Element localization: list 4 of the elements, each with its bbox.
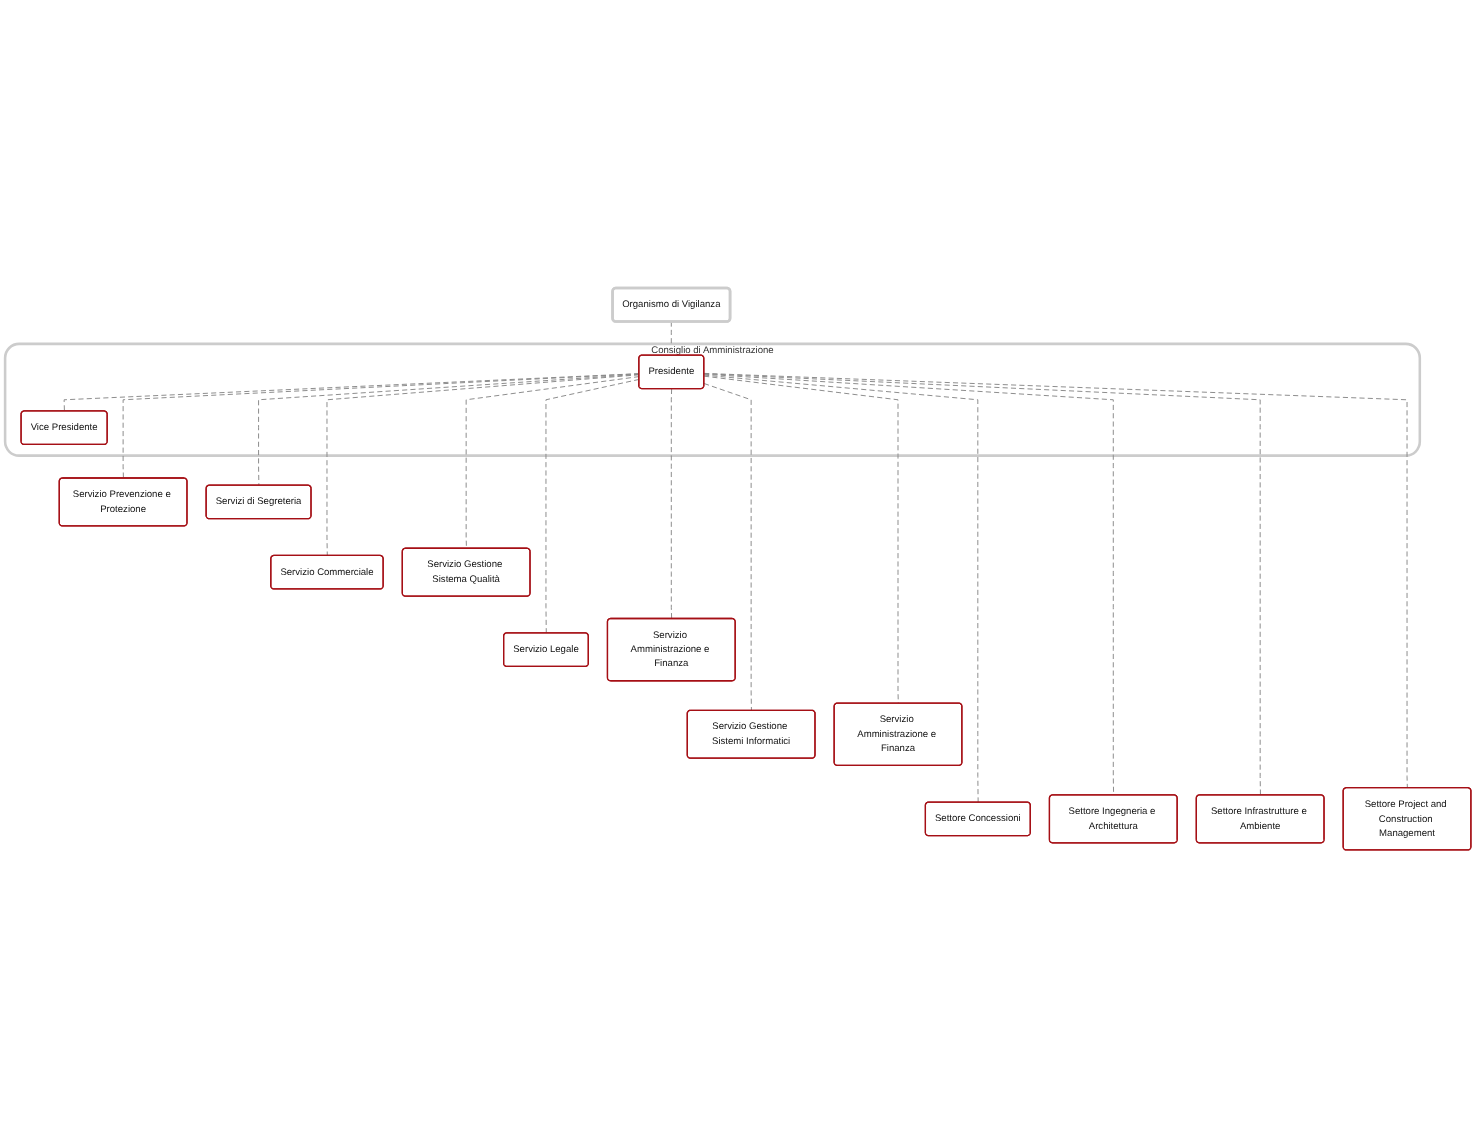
connector xyxy=(703,373,1261,796)
connector xyxy=(703,375,899,704)
connector xyxy=(545,378,640,634)
connector xyxy=(465,376,640,550)
